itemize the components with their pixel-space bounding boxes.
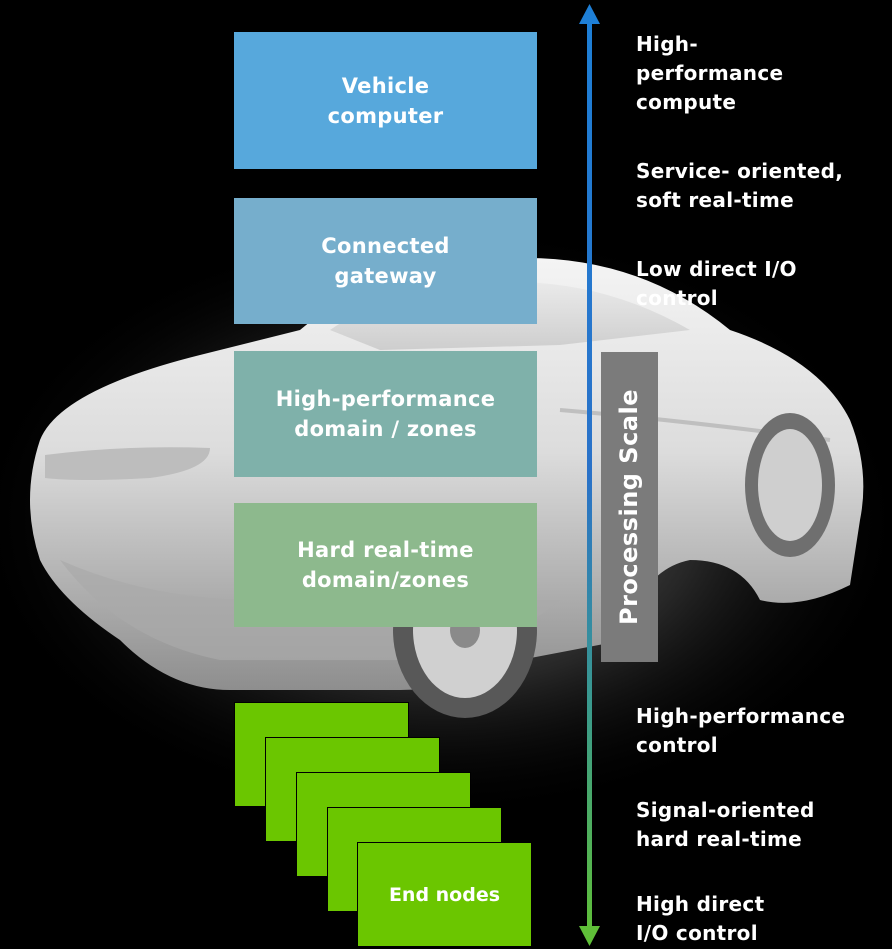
connected-gateway-label: Connected gateway bbox=[321, 234, 450, 288]
scale-arrow-head-up bbox=[579, 4, 600, 24]
high-performance-domain-label: High-performance domain / zones bbox=[275, 387, 496, 441]
desc-high-direct-io: High direct I/O control bbox=[636, 892, 765, 945]
vehicle-computer-box: Vehicle computer bbox=[234, 32, 537, 169]
processing-scale-arrow bbox=[579, 4, 600, 946]
desc-signal-oriented: Signal-oriented hard real-time bbox=[636, 798, 815, 851]
connected-gateway-box: Connected gateway bbox=[234, 198, 537, 324]
processing-scale-bar bbox=[601, 352, 658, 662]
desc-service-oriented: Service- oriented, soft real-time bbox=[636, 159, 844, 212]
vehicle-computer-label: Vehicle computer bbox=[327, 73, 444, 128]
desc-low-direct-io: Low direct I/O control bbox=[636, 257, 797, 310]
scale-arrow-shaft bbox=[587, 20, 592, 932]
high-performance-domain-box: High-performance domain / zones bbox=[234, 351, 537, 477]
end-node-card bbox=[357, 842, 532, 947]
processing-scale-label: Processing Scale bbox=[615, 388, 643, 626]
hard-real-time-domain-box: Hard real-time domain/zones bbox=[234, 503, 537, 627]
scale-arrow-head-down bbox=[579, 926, 600, 946]
desc-high-performance-compute: High- performance compute bbox=[636, 32, 784, 114]
desc-high-performance-control: High-performance control bbox=[636, 704, 846, 757]
hard-real-time-domain-label: Hard real-time domain/zones bbox=[297, 538, 474, 592]
end-nodes-label: End nodes bbox=[388, 883, 501, 906]
